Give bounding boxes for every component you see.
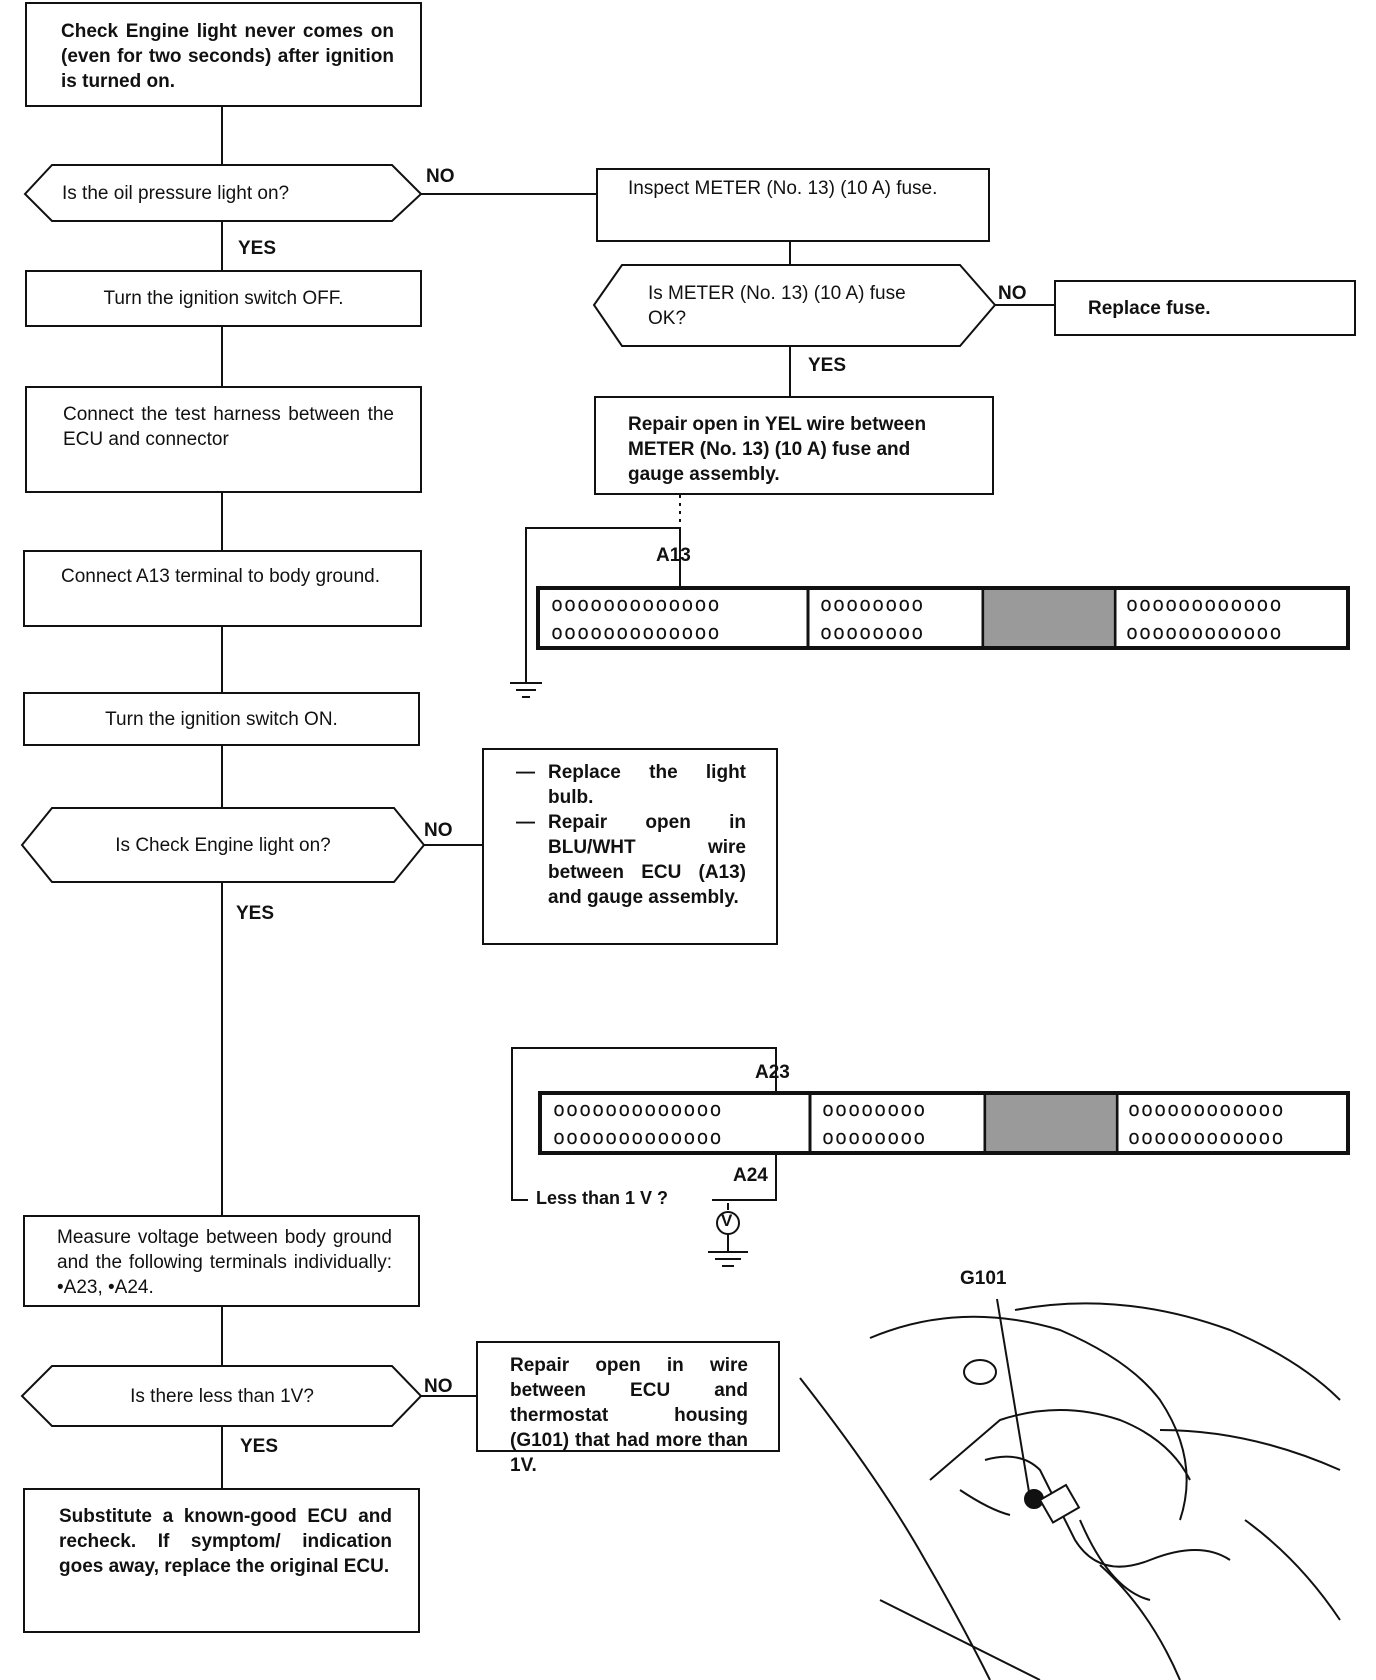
connector-bottom-row1-c: oooooooooooo: [1128, 1097, 1285, 1121]
yes-label: YES: [240, 1436, 279, 1457]
measure-voltage-box: Measure voltage between body ground and …: [23, 1215, 420, 1307]
replace-fuse-text: Replace fuse.: [1088, 298, 1211, 319]
yes-label: YES: [236, 903, 275, 924]
ignition-off-text: Turn the ignition switch OFF.: [103, 288, 344, 309]
repair-g101-box: Repair open in wire between ECU and ther…: [476, 1341, 780, 1476]
connect-a13-text: Connect A13 terminal to body ground.: [61, 566, 380, 587]
no-label: NO: [998, 283, 1027, 304]
connect-a13-box: Connect A13 terminal to body ground.: [23, 550, 422, 627]
decision-less-1v: Is there less than 1V?: [52, 1366, 392, 1426]
terminal-a24-label: A24: [733, 1165, 768, 1186]
substitute-ecu-text: Substitute a known-good ECU and recheck.…: [59, 1506, 392, 1577]
decision-oil-light-text: Is the oil pressure light on?: [62, 182, 290, 204]
start-box: Check Engine light never comes on (even …: [25, 2, 422, 107]
less-than-label: Less than 1 V ?: [536, 1188, 669, 1209]
connector-bottom-row1-a: ooooooooooooo: [553, 1097, 723, 1121]
decision-less-1v-text: Is there less than 1V?: [130, 1385, 314, 1407]
ecu-connector-top: [536, 586, 1350, 650]
yes-label: YES: [238, 238, 277, 259]
replace-fuse-box: Replace fuse.: [1054, 280, 1356, 336]
connector-bottom-row2-b: oooooooo: [822, 1125, 927, 1149]
inspect-fuse-box: Inspect METER (No. 13) (10 A) fuse.: [596, 168, 990, 242]
decision-check-engine-text: Is Check Engine light on?: [115, 834, 331, 856]
connect-harness-text: Connect the test harness between the ECU…: [63, 404, 394, 450]
action-item-repair-wire-text: Repair open in BLU/WHT wire between ECU …: [548, 812, 746, 908]
substitute-ecu-box: Substitute a known-good ECU and recheck.…: [23, 1488, 420, 1633]
connector-bottom-row2-a: ooooooooooooo: [553, 1125, 723, 1149]
action-item-replace-bulb: — Replace the light bulb.: [516, 762, 746, 808]
terminal-a13-label: A13: [656, 545, 691, 566]
inspect-fuse-text: Inspect METER (No. 13) (10 A) fuse.: [628, 178, 938, 199]
start-text: Check Engine light never comes on (even …: [61, 21, 394, 92]
connect-harness-box: Connect the test harness between the ECU…: [25, 386, 422, 493]
connector-top-row1-b: oooooooo: [820, 592, 925, 616]
g101-label: G101: [960, 1268, 1007, 1289]
connector-top-row2-c: oooooooooooo: [1126, 620, 1283, 644]
terminal-a23-label: A23: [755, 1062, 790, 1083]
yes-label: YES: [808, 355, 847, 376]
repair-yel-box: Repair open in YEL wire between METER (N…: [594, 396, 994, 495]
repair-yel-text: Repair open in YEL wire between METER (N…: [628, 414, 927, 485]
decision-fuse-ok: Is METER (No. 13) (10 A) fuse OK?: [648, 268, 948, 344]
ecu-connector-bottom: [538, 1091, 1350, 1155]
connector-top-row1-c: oooooooooooo: [1126, 592, 1283, 616]
action-item-repair-wire: — Repair open in BLU/WHT wire between EC…: [516, 812, 746, 908]
voltmeter-label: V: [721, 1211, 733, 1230]
no-label: NO: [424, 1376, 453, 1397]
connector-top-row1-a: ooooooooooooo: [551, 592, 721, 616]
decision-oil-light: Is the oil pressure light on?: [58, 165, 392, 221]
no-label: NO: [426, 166, 455, 187]
decision-fuse-ok-text: Is METER (No. 13) (10 A) fuse OK?: [648, 283, 906, 329]
action-item-replace-bulb-text: Replace the light bulb.: [548, 762, 746, 808]
connector-top-row2-a: ooooooooooooo: [551, 620, 721, 644]
connector-top-row2-b: oooooooo: [820, 620, 925, 644]
g101-engine-illustration: [799, 1298, 1341, 1680]
measure-voltage-text: Measure voltage between body ground and …: [57, 1227, 392, 1298]
ignition-on-text: Turn the ignition switch ON.: [105, 709, 338, 730]
connector-bottom-row1-b: oooooooo: [822, 1097, 927, 1121]
connector-bottom-row2-c: oooooooooooo: [1128, 1125, 1285, 1149]
no-label: NO: [424, 820, 453, 841]
decision-check-engine: Is Check Engine light on?: [52, 808, 394, 882]
action-list-box: — Replace the light bulb. — Repair open …: [482, 748, 778, 945]
repair-g101-text: Repair open in wire between ECU and ther…: [510, 1355, 748, 1476]
ignition-off-box: Turn the ignition switch OFF.: [25, 270, 422, 327]
ignition-on-box: Turn the ignition switch ON.: [23, 692, 420, 746]
